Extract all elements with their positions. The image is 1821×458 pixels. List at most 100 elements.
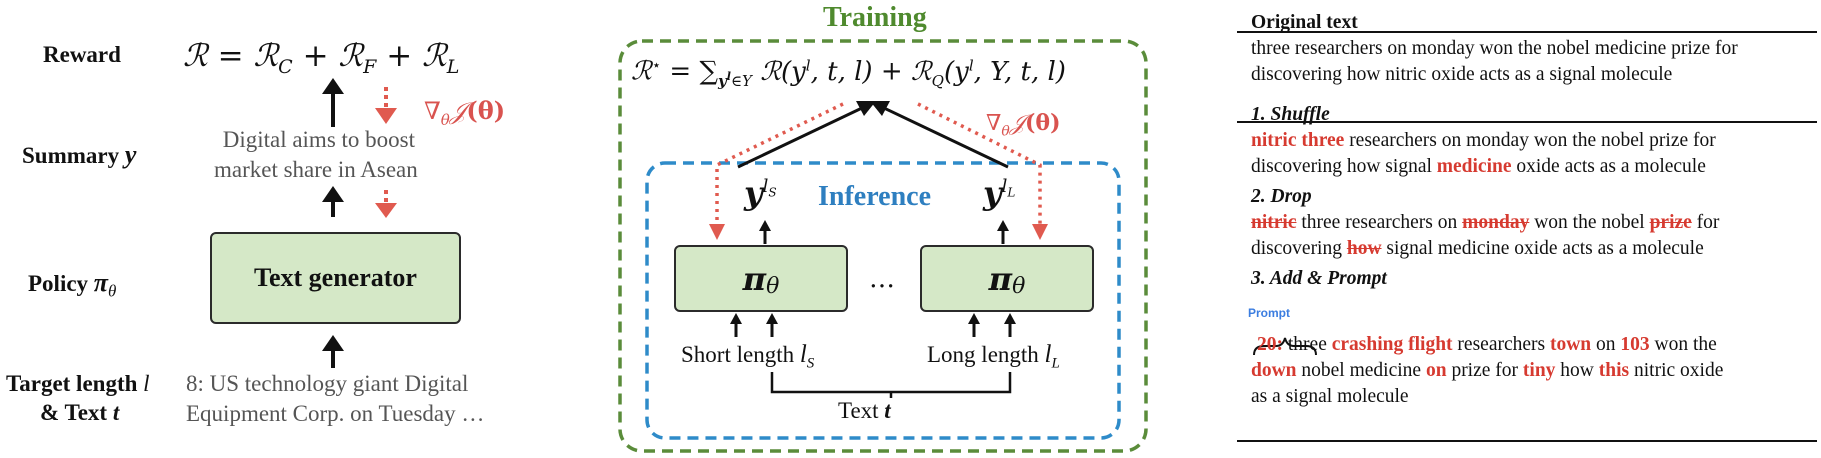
- eq-plus: +: [880, 56, 903, 87]
- eq-term1-rest: , t, l): [810, 56, 873, 87]
- reward-Rl: ℛ: [422, 38, 447, 74]
- add-text-8: nitric oxide: [1629, 360, 1724, 381]
- original-heading: Original text: [1251, 12, 1358, 33]
- long-length-sub: L: [1051, 355, 1060, 372]
- add-text-7: how: [1555, 360, 1599, 381]
- original-line-2: discovering how nitric oxide acts as a s…: [1251, 64, 1673, 85]
- training-equation: ℛ⋆ = ∑yl∈Y ℛ(yl, t, l) + ℛQ(yl, Y, t, l): [631, 56, 1066, 90]
- add-red-3: 103: [1620, 334, 1650, 355]
- label-policy-symbol: π: [93, 268, 108, 297]
- add-red-5: on: [1425, 360, 1447, 381]
- left-grad-J: 𝒥: [449, 97, 467, 125]
- drop-strike-4: how: [1346, 238, 1382, 259]
- mid-grad-sub: θ: [1001, 123, 1010, 140]
- arrows-inputs-long: [968, 313, 1016, 337]
- top-rule: [1237, 31, 1817, 33]
- add-prompt-heading: 3. Add & Prompt: [1251, 268, 1387, 289]
- add-text-3: on: [1591, 334, 1621, 355]
- add-text-6: prize for: [1446, 360, 1523, 381]
- label-target-symbol: l: [143, 371, 150, 396]
- add-red-1: crashing flight: [1331, 334, 1453, 355]
- shuffle-red-1: nitric three: [1251, 130, 1345, 151]
- add-line-1: 20: three crashing flight researchers to…: [1251, 332, 1723, 358]
- drop-text-1: three researchers on: [1296, 212, 1463, 233]
- y-long-sup: lL: [1001, 176, 1016, 200]
- y-long: ylL: [983, 174, 1015, 212]
- drop-text-3: for: [1691, 212, 1720, 233]
- label-summary-symbol: y: [124, 140, 137, 169]
- eq-term1: ℛ(yl, t, l): [760, 56, 873, 87]
- shuffle-line-1: nitric three researchers on monday won t…: [1251, 128, 1716, 154]
- mid-grad-J: 𝒥: [1009, 111, 1025, 136]
- eq-term2-sub: Q: [931, 71, 944, 90]
- drop-heading: 2. Drop: [1251, 186, 1312, 207]
- text-generator-box: Text generator: [210, 232, 461, 324]
- eq-term1-sup: l: [805, 56, 811, 74]
- input-line-1: 8: US technology giant Digital: [186, 371, 469, 396]
- original-section: Original text three researchers on monda…: [1251, 10, 1738, 88]
- left-grad-arrow-1: [375, 87, 397, 124]
- arrow-yL-to-reward: [870, 101, 1009, 169]
- training-title: Training: [817, 2, 933, 34]
- y-short: ylS: [744, 174, 777, 212]
- training-dashed-box: [618, 39, 1148, 453]
- eq-term2-tail: , Y, t, l): [973, 56, 1066, 87]
- summary-text: Digital aims to boost market share in As…: [214, 125, 418, 185]
- label-target-text: Target length: [6, 371, 138, 396]
- add-text-1: three: [1283, 334, 1332, 355]
- input-line-2: Equipment Corp. on Tuesday …: [186, 401, 485, 426]
- summary-line-1: Digital aims to boost: [222, 127, 416, 152]
- text-generator-label: Text generator: [254, 263, 417, 292]
- label-reward: Reward: [43, 42, 121, 67]
- y-short-sup-l: l: [762, 176, 769, 198]
- shuffle-text-1: researchers on monday won the nobel priz…: [1344, 130, 1716, 151]
- shuffle-text-2a: discovering how signal: [1251, 156, 1437, 177]
- eq-equals: =: [669, 56, 692, 87]
- reward-R: ℛ: [183, 38, 208, 74]
- shuffle-text-2b: oxide acts as a molecule: [1511, 156, 1706, 177]
- left-grad-nabla: ∇: [424, 97, 441, 125]
- mid-rule: [1237, 121, 1817, 123]
- prompt-label: Prompt: [1248, 306, 1290, 320]
- add-line-2: down nobel medicine on prize for tiny ho…: [1251, 358, 1723, 384]
- y-long-sup-l: l: [1001, 176, 1008, 198]
- arrow-policy-long-to-y: [997, 220, 1009, 244]
- policy-dots: …: [869, 264, 895, 294]
- mid-grad-arg: (θ): [1025, 110, 1061, 136]
- shuffle-line-2: discovering how signal medicine oxide ac…: [1251, 154, 1716, 180]
- short-length-text: Short length: [681, 342, 795, 367]
- eq-term2-R: ℛ: [910, 56, 932, 87]
- eq-term2-rest: (y: [943, 56, 969, 87]
- add-prompt-body: 20: three crashing flight researchers to…: [1251, 332, 1723, 410]
- reward-Rc: ℛ: [253, 38, 279, 74]
- y-long-sup-sub: L: [1007, 185, 1016, 200]
- shuffle-section: 1. Shuffle nitric three researchers on m…: [1251, 102, 1716, 180]
- drop-strike-2: monday: [1462, 212, 1530, 233]
- left-grad-arrow-2: [375, 190, 397, 218]
- short-length-sym: l: [799, 341, 807, 368]
- arrow-yS-to-reward: [737, 101, 876, 169]
- label-policy: Policy πθ: [28, 268, 116, 302]
- reward-equation: ℛ = ℛC + ℛF + ℛL: [183, 38, 459, 78]
- grad-arrow-right: [917, 102, 1048, 240]
- left-grad-sub: θ: [440, 110, 450, 129]
- drop-strike-1: nitric: [1251, 212, 1297, 233]
- eq-sum-sub-rest: ∈Y: [730, 71, 752, 90]
- label-target-length: Target length l: [6, 371, 150, 397]
- left-up-arrow-summary: [322, 186, 344, 217]
- policy-long-pi: π: [988, 259, 1013, 298]
- text-input-sym: t: [884, 398, 891, 423]
- policy-short-sub: θ: [766, 274, 780, 299]
- reward-eq: =: [217, 38, 244, 74]
- y-short-sup: lS: [762, 176, 777, 200]
- long-length-sym: l: [1044, 341, 1052, 368]
- drop-text-4: discovering: [1251, 238, 1347, 259]
- eq-sum-sub: yl∈Y: [718, 70, 752, 90]
- add-red-7: this: [1598, 360, 1630, 381]
- inference-dashed-box: [645, 161, 1121, 440]
- short-length-sub: S: [806, 355, 815, 372]
- text-input-text: Text: [838, 398, 879, 423]
- label-text-text: & Text: [40, 400, 108, 425]
